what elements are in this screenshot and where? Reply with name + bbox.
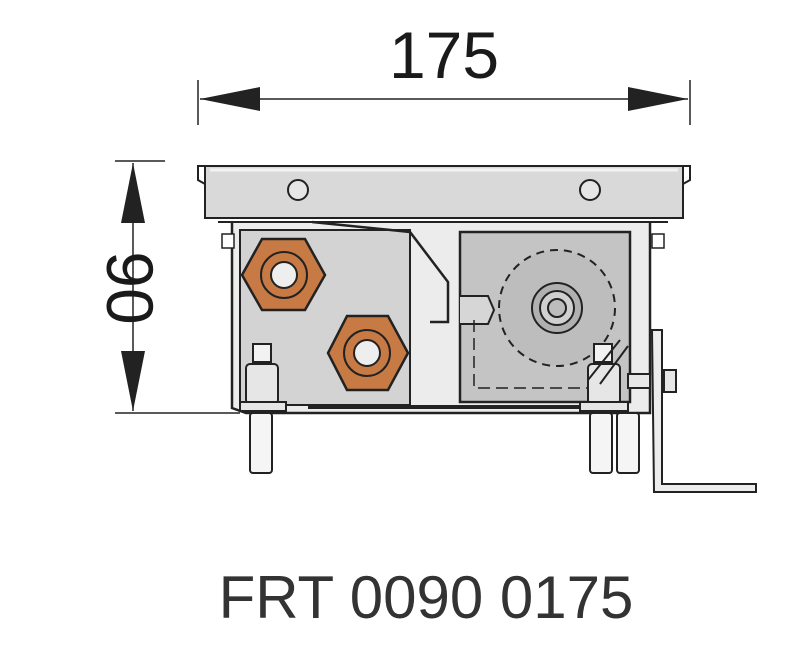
- leveling-foot-left: [239, 343, 287, 474]
- grille-hook-right: [682, 165, 691, 185]
- grille-bar: [204, 165, 684, 219]
- grille-bolt-left: [287, 179, 309, 201]
- fan-motor-tab: [460, 295, 496, 325]
- foot-left-leg: [249, 412, 273, 474]
- foot-right-leg-a: [589, 412, 613, 474]
- foot-left-base: [239, 401, 287, 412]
- grounding-bracket: [627, 329, 757, 493]
- model-code-caption: FRT 0090 0175: [219, 564, 634, 631]
- pipe-bore-upper-inner: [270, 261, 298, 289]
- bracket-nut: [663, 369, 677, 393]
- frame-clip-right: [651, 233, 665, 249]
- fan-unit: [458, 230, 632, 404]
- fan-inner-frame: [473, 320, 612, 389]
- width-dimension: 175: [197, 18, 691, 125]
- bracket-bolt: [627, 373, 651, 389]
- width-label: 175: [389, 18, 499, 92]
- foot-right-nut: [587, 363, 621, 405]
- foot-left-screw-head: [252, 343, 272, 363]
- bracket-profile: [650, 329, 757, 493]
- fan-hub-inner: [547, 298, 567, 318]
- foot-right-leg-b: [616, 412, 640, 474]
- pipe-fitting-upper: [240, 237, 327, 312]
- top-grille: [197, 165, 691, 219]
- heat-exchanger-deflector: [311, 220, 450, 324]
- foot-left-nut: [245, 363, 279, 405]
- foot-right-base: [579, 401, 629, 412]
- grille-bolt-right: [579, 179, 601, 201]
- height-dimension: 90: [93, 160, 240, 414]
- pipe-fitting-lower: [326, 314, 410, 392]
- grille-hook-left: [197, 165, 206, 185]
- frame-clip-left: [221, 233, 235, 249]
- height-label: 90: [93, 251, 167, 324]
- pipe-bore-lower-inner: [353, 339, 381, 367]
- cable-clip: [587, 339, 629, 385]
- leveling-foot-right: [579, 339, 640, 474]
